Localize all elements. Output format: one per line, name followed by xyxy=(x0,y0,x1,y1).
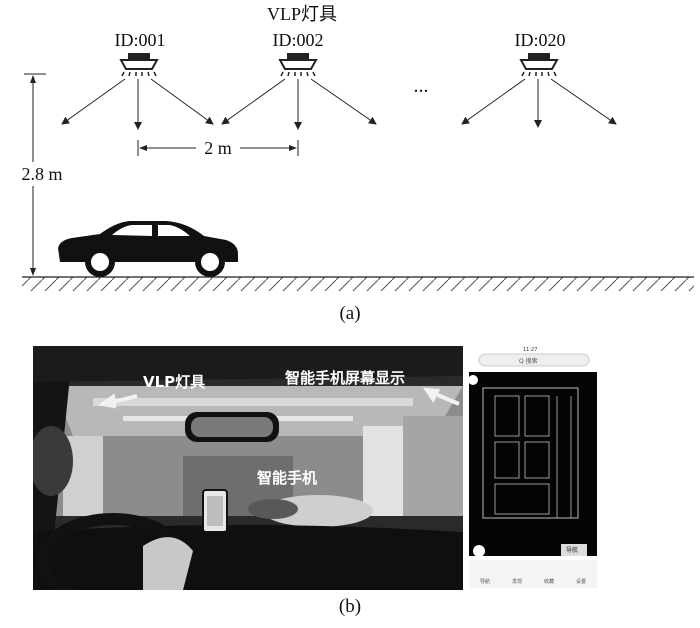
vlp-lamp-icon xyxy=(278,53,318,77)
caption-a: (a) xyxy=(339,303,361,324)
label-vlp-lamp: VLP灯具 xyxy=(143,373,206,391)
caption-b: (b) xyxy=(338,596,362,617)
phone-search-bar[interactable]: Q 搜索 xyxy=(519,358,538,365)
phone-tab-settings[interactable]: 设置 xyxy=(575,579,586,585)
vlp-layout-diagram: VLP灯具 ID:001 ID:002 ID:020 xyxy=(10,4,694,291)
spacing-label: 2 m xyxy=(204,138,232,158)
spacing-dimension xyxy=(137,140,299,156)
phone-tab-favorites[interactable]: 收藏 xyxy=(543,579,554,585)
vlp-lamp-icon xyxy=(119,53,159,77)
phone-tab-discover[interactable]: 发现 xyxy=(511,579,522,585)
in-car-photo: VLP灯具 智能手机屏幕显示 智能手机 11:27 Q 搜索 导航 导航 发现 … xyxy=(33,346,601,590)
vlp-lamp-icon xyxy=(519,53,559,77)
phone-navigate-button[interactable]: 导航 xyxy=(566,547,579,554)
diagram-title: VLP灯具 xyxy=(267,4,337,24)
ground-line xyxy=(22,276,694,291)
lamp-id-label: ID:020 xyxy=(515,30,566,50)
lamp-ellipsis: ... xyxy=(414,75,429,97)
height-label: 2.8 m xyxy=(21,164,62,184)
phone-tab-bar: 导航 发现 收藏 设置 xyxy=(469,578,597,585)
phone-tab-navigation[interactable]: 导航 xyxy=(479,579,490,585)
lamp-id-label: ID:001 xyxy=(115,30,166,50)
label-smartphone: 智能手机 xyxy=(257,469,318,487)
light-rays xyxy=(61,78,617,130)
label-phone-screen: 智能手机屏幕显示 xyxy=(285,369,406,387)
car-icon xyxy=(58,221,238,277)
lamp-id-label: ID:002 xyxy=(273,30,324,50)
phone-time: 11:27 xyxy=(523,347,538,353)
parking-garage-scene xyxy=(33,346,601,590)
